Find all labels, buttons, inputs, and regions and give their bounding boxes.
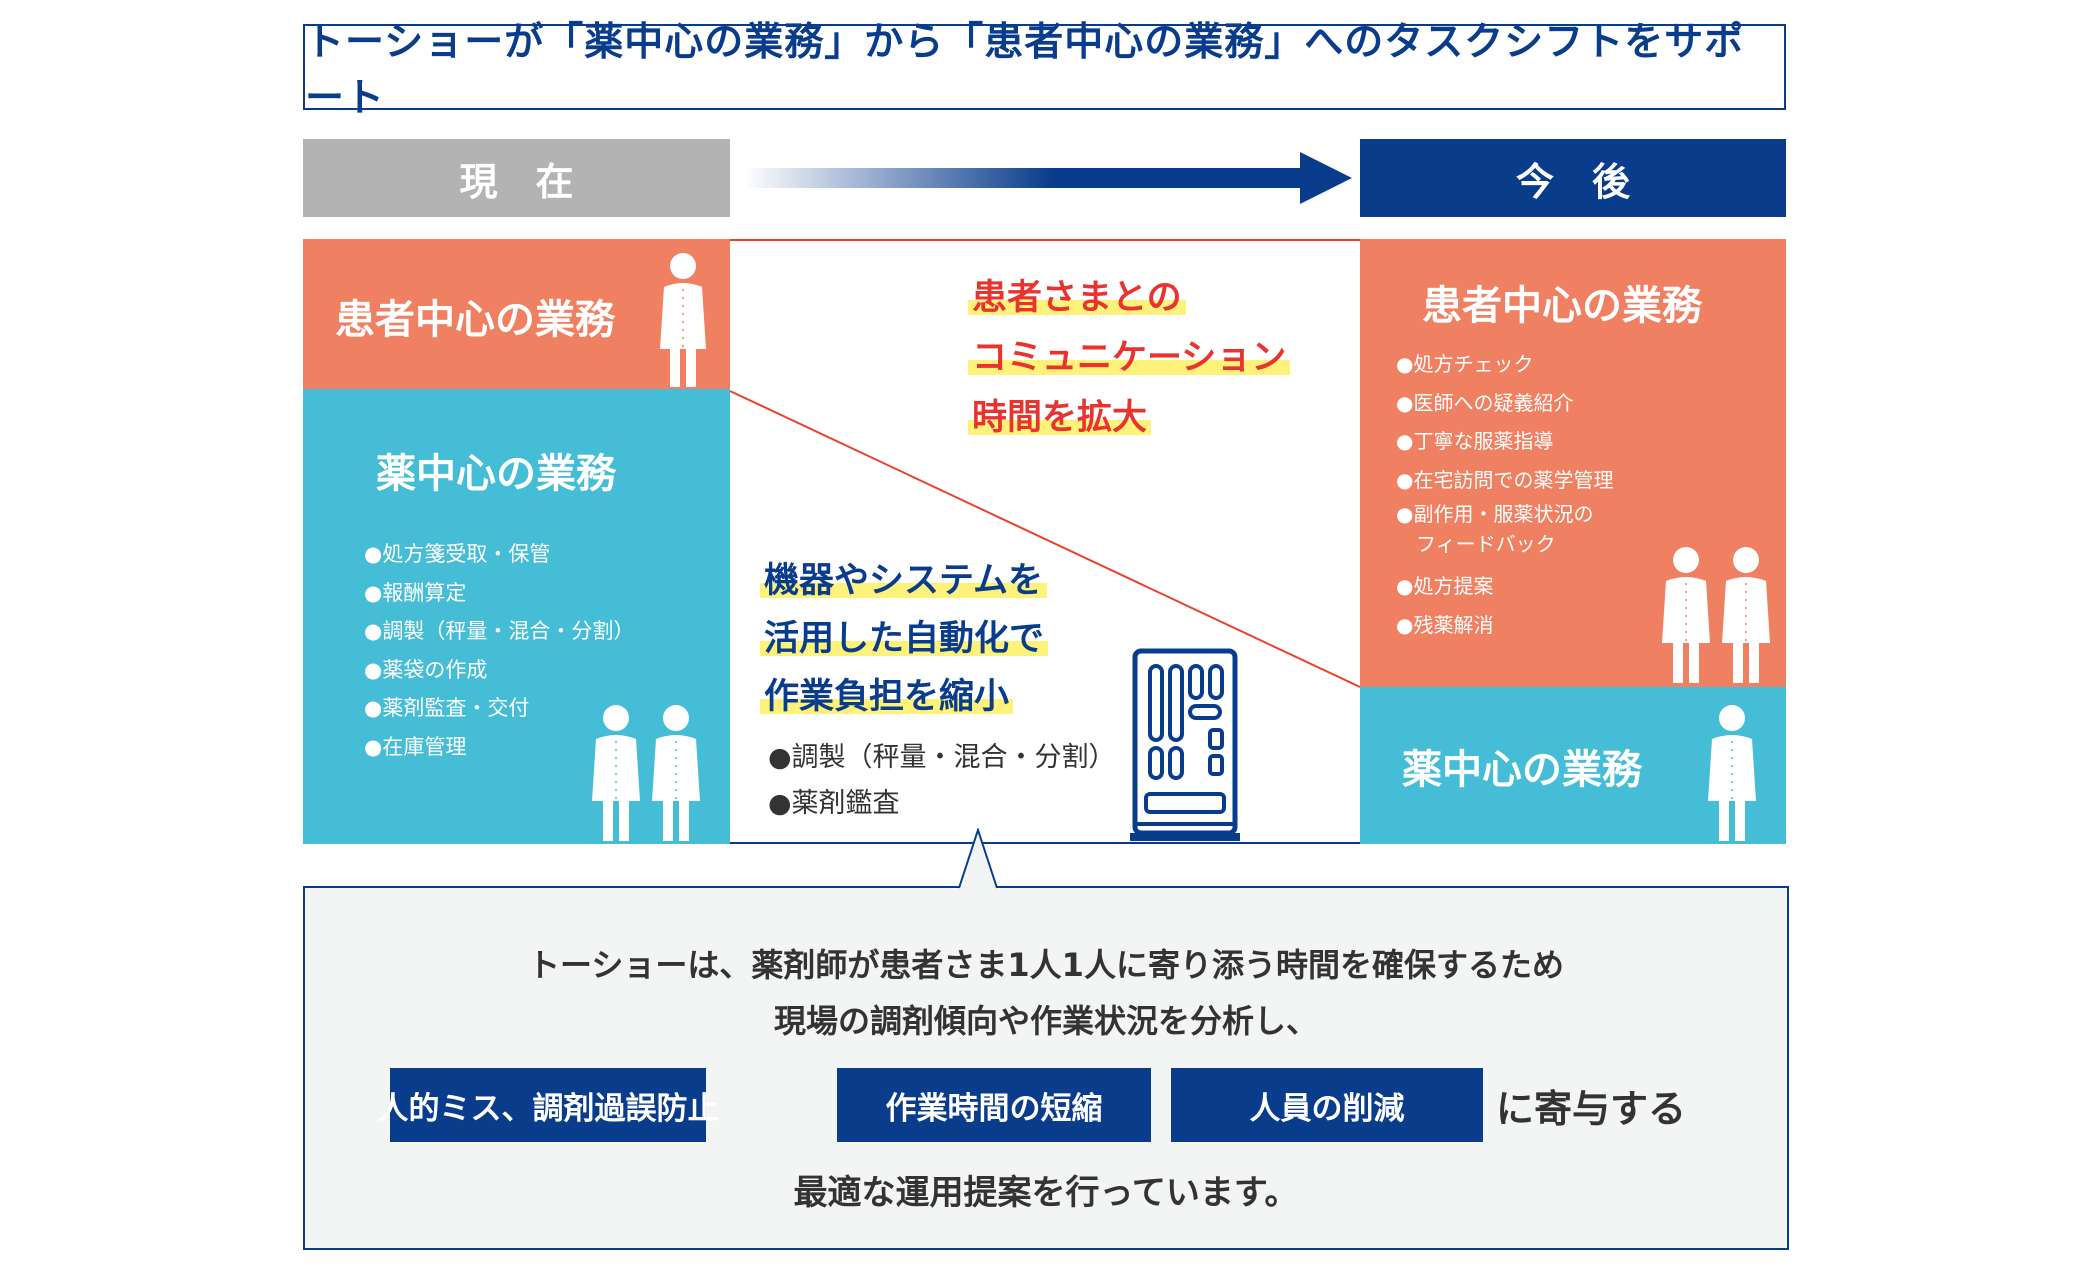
list-item: ●副作用・服薬状況の: [1396, 502, 1594, 526]
right-pharma-title: 薬中心の業務: [1402, 747, 1642, 793]
list-item: ●調製（秤量・混合・分割）: [364, 619, 635, 643]
list-item: ●在宅訪問での薬学管理: [1396, 467, 1614, 492]
transition-arrow: [744, 152, 1352, 204]
right-patient-title: 患者中心の業務: [1422, 283, 1702, 329]
pharmacists-pair-icon: [1662, 547, 1770, 683]
right-pharma-block: 薬中心の業務: [1360, 687, 1786, 844]
list-item: ●薬剤監査・交付: [364, 696, 530, 720]
left-patient-block: 患者中心の業務: [303, 239, 730, 389]
left-pharma-title: 薬中心の業務: [376, 451, 616, 497]
blue-line-3: 作業負担を縮小: [760, 677, 1014, 717]
list-item: ●調製（秤量・混合・分割）: [768, 742, 1116, 773]
diagonal-divider: [730, 390, 1360, 688]
list-item: ●処方チェック: [1396, 352, 1534, 376]
list-item: ●薬袋の作成: [364, 657, 488, 682]
list-item: ●薬剤鑑査: [768, 788, 900, 819]
left-pharma-block: 薬中心の業務 ●処方箋受取・保管 ●報酬算定 ●調製（秤量・混合・分割） ●薬袋…: [303, 389, 730, 844]
blue-line-2: 活用した自動化で: [760, 619, 1049, 659]
middle-red-heading: 患者さまとの コミュニケーション 時間を拡大: [968, 268, 1291, 448]
chip-time-reduction: 作業時間の短縮: [837, 1068, 1151, 1142]
pharmacist-icon: [1708, 705, 1756, 841]
list-item: ●処方提案: [1396, 574, 1494, 598]
right-patient-list: ●処方チェック ●医師への疑義紹介 ●丁寧な服薬指導 ●在宅訪問での薬学管理 ●…: [1396, 345, 1613, 644]
chip-staff-reduction: 人員の削減: [1171, 1068, 1483, 1142]
blue-line-1: 機器やシステムを: [760, 561, 1047, 601]
right-patient-block: 患者中心の業務 ●処方チェック ●医師への疑義紹介 ●丁寧な服薬指導 ●在宅訪問…: [1360, 239, 1786, 687]
pharmacist-icon: [660, 253, 706, 387]
list-item: フィードバック: [1396, 532, 1556, 556]
middle-blue-heading: 機器やシステムを 活用した自動化で 作業負担を縮小: [760, 552, 1049, 726]
page-title: トーショーが「薬中心の業務」から「患者中心の業務」へのタスクシフトをサポート: [303, 20, 1786, 121]
red-line-3: 時間を拡大: [968, 398, 1152, 438]
callout-pointer: [958, 828, 998, 889]
summary-line-1: トーショーは、薬剤師が患者さま1人1人に寄り添う時間を確保するため: [528, 946, 1564, 984]
list-item: ●丁寧な服薬指導: [1396, 429, 1554, 453]
list-item: ●報酬算定: [364, 580, 467, 605]
summary-line-3: 最適な運用提案を行っています。: [793, 1173, 1299, 1213]
header-now: 現在: [303, 139, 730, 217]
pharmacists-pair-icon: [592, 705, 700, 841]
chip-error-prevention: 人的ミス、調剤過誤防止: [378, 1068, 719, 1142]
contribute-text: に寄与する: [1496, 1086, 1687, 1131]
red-line-2: コミュニケーション: [968, 338, 1291, 378]
left-patient-title: 患者中心の業務: [335, 297, 615, 343]
middle-list: ●調製（秤量・混合・分割） ●薬剤鑑査: [768, 735, 1116, 827]
left-pharma-list: ●処方箋受取・保管 ●報酬算定 ●調製（秤量・混合・分割） ●薬袋の作成 ●薬剤…: [364, 535, 634, 766]
summary-line-2: 現場の調剤傾向や作業状況を分析し、: [773, 1002, 1318, 1040]
dispensing-machine-icon: [1130, 648, 1240, 841]
list-item: ●処方箋受取・保管: [364, 542, 551, 566]
header-future: 今後: [1360, 139, 1786, 217]
list-item: ●在庫管理: [364, 734, 467, 759]
red-line-1: 患者さまとの: [968, 278, 1186, 318]
list-item: ●残薬解消: [1396, 612, 1494, 637]
list-item: ●医師への疑義紹介: [1396, 390, 1574, 415]
